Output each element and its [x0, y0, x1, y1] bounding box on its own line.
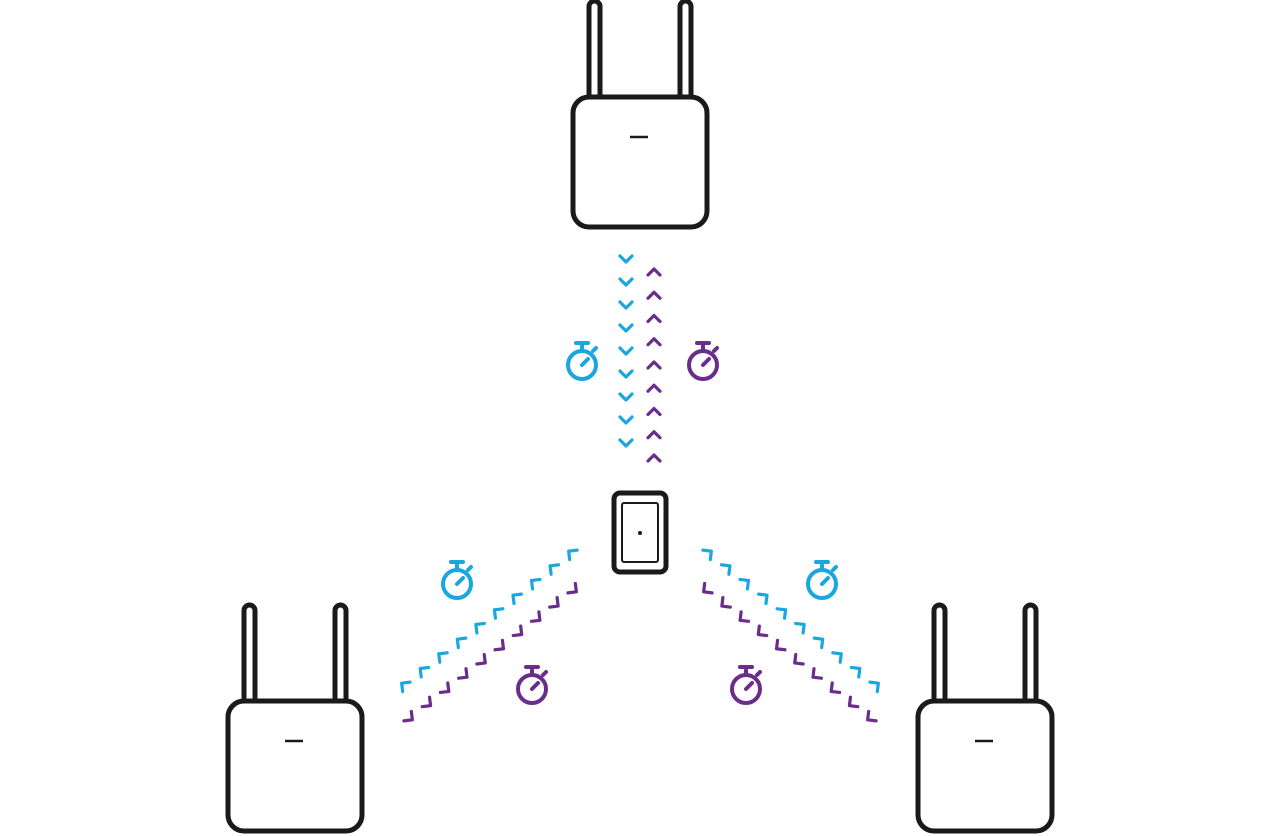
chevron-icon [618, 346, 634, 356]
router-bottom-right [918, 605, 1052, 831]
chevron-icon [437, 651, 449, 664]
tag-device [611, 490, 669, 575]
uplink-stream-bottom-left [402, 581, 578, 723]
router-icon [918, 605, 1052, 831]
chevron-icon [618, 369, 634, 379]
chevron-icon [847, 695, 860, 709]
chevron-icon [511, 592, 523, 606]
chevron-icon [529, 577, 542, 591]
chevron-icon [702, 581, 714, 595]
chevron-icon [618, 392, 634, 402]
chevron-icon [794, 621, 806, 635]
chevron-icon [548, 596, 560, 609]
router-top [573, 1, 707, 227]
chevron-icon [475, 652, 487, 666]
chevron-icon [420, 695, 433, 709]
downlink-stream-bottom-left [400, 548, 579, 694]
chevron-icon [618, 415, 634, 425]
downlink-stream-bottom-right [701, 548, 880, 694]
chevron-icon [618, 323, 634, 333]
chevron-icon [438, 681, 451, 695]
chevron-icon [756, 624, 769, 638]
stopwatch-icon [806, 560, 838, 600]
chevron-icon [793, 652, 805, 666]
router-icon [228, 605, 362, 831]
chevron-icon [618, 277, 634, 287]
chevron-icon [402, 709, 414, 723]
chevron-icon [529, 610, 542, 623]
chevron-icon [646, 453, 662, 463]
uplink-stream-bottom-right [702, 581, 878, 723]
chevron-icon [775, 607, 788, 620]
chevron-icon [738, 610, 751, 623]
chevron-icon [774, 638, 787, 652]
chevron-icon [720, 596, 732, 609]
stopwatch-icon [566, 341, 598, 381]
stopwatch-icon [687, 341, 719, 381]
chevron-icon [618, 438, 634, 448]
chevron-icon [567, 548, 579, 562]
chevron-icon [618, 300, 634, 310]
stopwatch-icon [441, 560, 473, 600]
chevron-icon [646, 406, 662, 417]
uplink-stream-top [646, 267, 662, 463]
chevron-icon [493, 638, 506, 652]
chevron-icon [511, 624, 524, 638]
router-bottom-left [228, 605, 362, 831]
router-icon [573, 1, 707, 227]
chevron-icon [831, 651, 843, 664]
signal-streams [400, 254, 880, 723]
chevron-icon [646, 360, 662, 370]
chevron-icon [646, 337, 662, 347]
chevron-icon [646, 383, 662, 393]
chevron-icon [418, 665, 431, 679]
chevron-icon [400, 680, 412, 694]
chevron-icon [811, 667, 823, 680]
chevron-icon [866, 709, 878, 723]
chevron-icon [618, 254, 634, 264]
chevron-icon [719, 563, 732, 576]
chevron-icon [492, 607, 505, 620]
chevron-icon [738, 577, 751, 591]
chevron-icon [474, 621, 486, 635]
chevron-icon [548, 563, 561, 576]
chevron-icon [646, 313, 662, 324]
chevron-icon [646, 290, 662, 300]
stopwatch-icon [516, 665, 548, 705]
chevron-icon [566, 581, 578, 595]
chevron-icon [757, 592, 769, 606]
chevron-icon [646, 430, 662, 440]
chevron-icon [812, 636, 825, 650]
chevron-icon [868, 680, 880, 694]
chevron-icon [457, 667, 469, 680]
stopwatch-icon [730, 665, 762, 705]
chevron-icon [701, 548, 713, 562]
downlink-stream-top [618, 254, 634, 448]
chevron-icon [849, 665, 862, 679]
chevron-icon [646, 267, 662, 277]
chevron-icon [455, 636, 468, 650]
chevron-icon [829, 681, 842, 695]
